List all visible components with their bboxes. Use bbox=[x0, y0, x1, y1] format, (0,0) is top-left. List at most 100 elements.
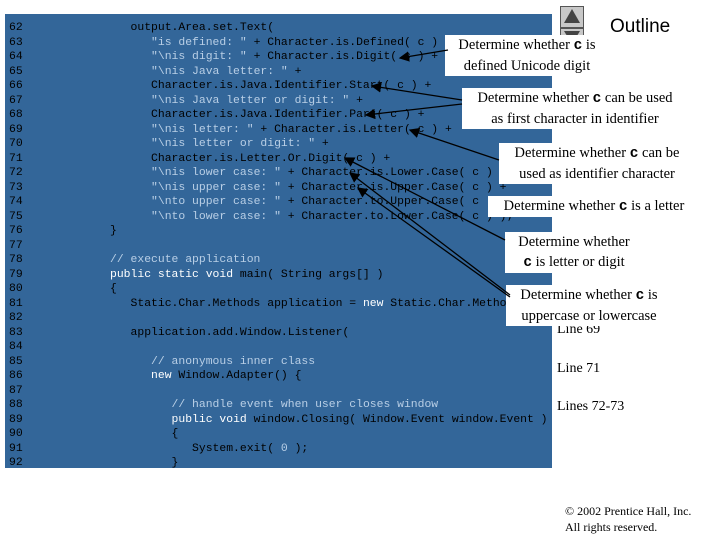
line-number: 73 bbox=[9, 181, 23, 194]
code-text: application.add.Window.Listener( bbox=[69, 326, 350, 341]
code-token: + bbox=[315, 138, 329, 150]
line-number: 80 bbox=[9, 283, 23, 295]
code-text: "\nto lower case: " + Character.to.Lower… bbox=[69, 210, 513, 225]
string-literal: "\nto upper case: " bbox=[151, 196, 281, 208]
comment: // execute application bbox=[110, 254, 261, 266]
copyright-line-2: All rights reserved. bbox=[565, 520, 658, 534]
line-number: 67 bbox=[9, 94, 23, 107]
up-triangle-icon bbox=[564, 9, 580, 23]
line-number: 89 bbox=[9, 413, 23, 426]
callout-text: Determine whether bbox=[503, 198, 616, 214]
callout-var: c bbox=[635, 288, 645, 304]
code-line: 90 { bbox=[5, 427, 552, 442]
callout-text: Determine whether bbox=[514, 145, 627, 161]
code-token bbox=[69, 37, 151, 49]
code-text: Character.is.Java.Identifier.Part( c ) + bbox=[69, 108, 424, 123]
code-token: main( String args[] ) bbox=[233, 268, 384, 281]
code-text: "\nis letter or digit: " + bbox=[69, 137, 329, 152]
line-number: 68 bbox=[9, 109, 23, 121]
line-number: 86 bbox=[9, 370, 23, 382]
line-number: 76 bbox=[9, 225, 23, 237]
callout-text: can be bbox=[642, 145, 680, 161]
line-number: 74 bbox=[9, 196, 23, 208]
code-text: Static.Char.Methods application = new St… bbox=[69, 297, 541, 312]
line-number: 75 bbox=[9, 210, 23, 223]
code-token: Character.is.Java.Identifier.Start( c ) … bbox=[69, 80, 432, 92]
code-line: 65 "\nis Java letter: " + bbox=[5, 65, 552, 80]
number-literal: 0 bbox=[280, 442, 288, 455]
code-token: Window.Adapter() { bbox=[171, 370, 302, 382]
code-token bbox=[69, 182, 151, 194]
code-token bbox=[69, 66, 151, 78]
callout-var: c bbox=[573, 38, 583, 54]
code-line: 82 bbox=[5, 311, 552, 326]
string-literal: "\nis letter or digit: " bbox=[151, 138, 316, 150]
code-token: { bbox=[69, 283, 117, 295]
callout-identifier-part: Determine whether c can be used as ident… bbox=[499, 143, 695, 184]
code-token: { bbox=[69, 428, 179, 440]
code-text: output.Area.set.Text( bbox=[69, 21, 275, 36]
code-line: 89 public void window.Closing( Window.Ev… bbox=[5, 413, 552, 428]
keyword: public static void bbox=[110, 268, 234, 281]
code-token bbox=[69, 414, 172, 426]
line-number: 87 bbox=[9, 384, 23, 397]
code-text: Character.is.Java.Identifier.Start( c ) … bbox=[69, 79, 431, 94]
callout-var: c bbox=[618, 199, 628, 215]
code-line: 84 bbox=[5, 340, 552, 355]
keyword: public void bbox=[171, 413, 247, 426]
code-text: // handle event when user closes window bbox=[69, 398, 439, 413]
code-token: Static.Char.Methods application = bbox=[69, 297, 363, 310]
code-token: application.add.Window.Listener( bbox=[69, 326, 350, 339]
code-token bbox=[69, 124, 151, 136]
callout-text: Determine whether bbox=[518, 234, 630, 250]
code-token bbox=[69, 399, 172, 411]
code-token: + Character.is.Upper.Case( c ) + bbox=[280, 181, 507, 194]
side-label-line-71: Line 71 bbox=[557, 361, 601, 376]
code-line: 76 } bbox=[5, 224, 552, 239]
line-number: 70 bbox=[9, 138, 23, 150]
code-text: } bbox=[69, 224, 117, 239]
code-text: { bbox=[69, 282, 117, 297]
code-line: 62 output.Area.set.Text( bbox=[5, 21, 552, 36]
code-token bbox=[69, 196, 151, 208]
callout-text: as first character in identifier bbox=[491, 111, 659, 127]
string-literal: "\nis Java letter: " bbox=[151, 65, 288, 78]
code-line: 63 "is defined: " + Character.is.Defined… bbox=[5, 36, 552, 51]
string-literal: "\nis digit: " bbox=[151, 51, 247, 63]
callout-text: is bbox=[647, 287, 658, 303]
code-token: + Character.is.Digit( c ) + bbox=[246, 51, 439, 63]
code-line: 70 "\nis letter or digit: " + bbox=[5, 137, 552, 152]
code-token bbox=[69, 95, 151, 107]
code-token bbox=[69, 269, 110, 281]
callout-upper-lower: Determine whether c is uppercase or lowe… bbox=[506, 285, 672, 326]
string-literal: "\nis upper case: " bbox=[151, 181, 281, 194]
code-token: Static.Char.Methods(); bbox=[383, 297, 541, 310]
callout-text: is letter or digit bbox=[535, 254, 625, 270]
code-text: } bbox=[69, 456, 179, 471]
code-token bbox=[69, 167, 151, 179]
outline-title: Outline bbox=[610, 16, 671, 37]
code-token: + bbox=[287, 65, 302, 78]
code-text: "\nis digit: " + Character.is.Digit( c )… bbox=[69, 50, 438, 65]
line-number: 88 bbox=[9, 399, 23, 411]
code-line: 69 "\nis letter: " + Character.is.Letter… bbox=[5, 123, 552, 138]
side-label-lines-72-73: Lines 72-73 bbox=[557, 399, 625, 414]
code-token: System.exit( bbox=[69, 442, 281, 455]
code-line: 80 { bbox=[5, 282, 552, 297]
line-number: 77 bbox=[9, 239, 23, 252]
line-number: 82 bbox=[9, 312, 23, 324]
code-line: 71 Character.is.Letter.Or.Digit( c ) + bbox=[5, 152, 552, 167]
line-number: 64 bbox=[9, 51, 23, 63]
code-line: 81 Static.Char.Methods application = new… bbox=[5, 297, 552, 312]
code-token: + bbox=[349, 94, 363, 107]
previous-slide-button[interactable] bbox=[560, 6, 584, 28]
line-number: 85 bbox=[9, 355, 23, 368]
callout-text: is a letter bbox=[631, 198, 685, 214]
code-text: public void window.Closing( Window.Event… bbox=[69, 413, 548, 428]
code-line: 74 "\nto upper case: " + Character.to.Up… bbox=[5, 195, 552, 210]
line-number: 72 bbox=[9, 167, 23, 179]
code-token: Character.is.Letter.Or.Digit( c ) + bbox=[69, 152, 391, 165]
code-token bbox=[69, 254, 110, 266]
code-text: System.exit( 0 ); bbox=[69, 442, 308, 457]
callout-is-digit: Determine whether c is defined Unicode d… bbox=[445, 35, 609, 76]
